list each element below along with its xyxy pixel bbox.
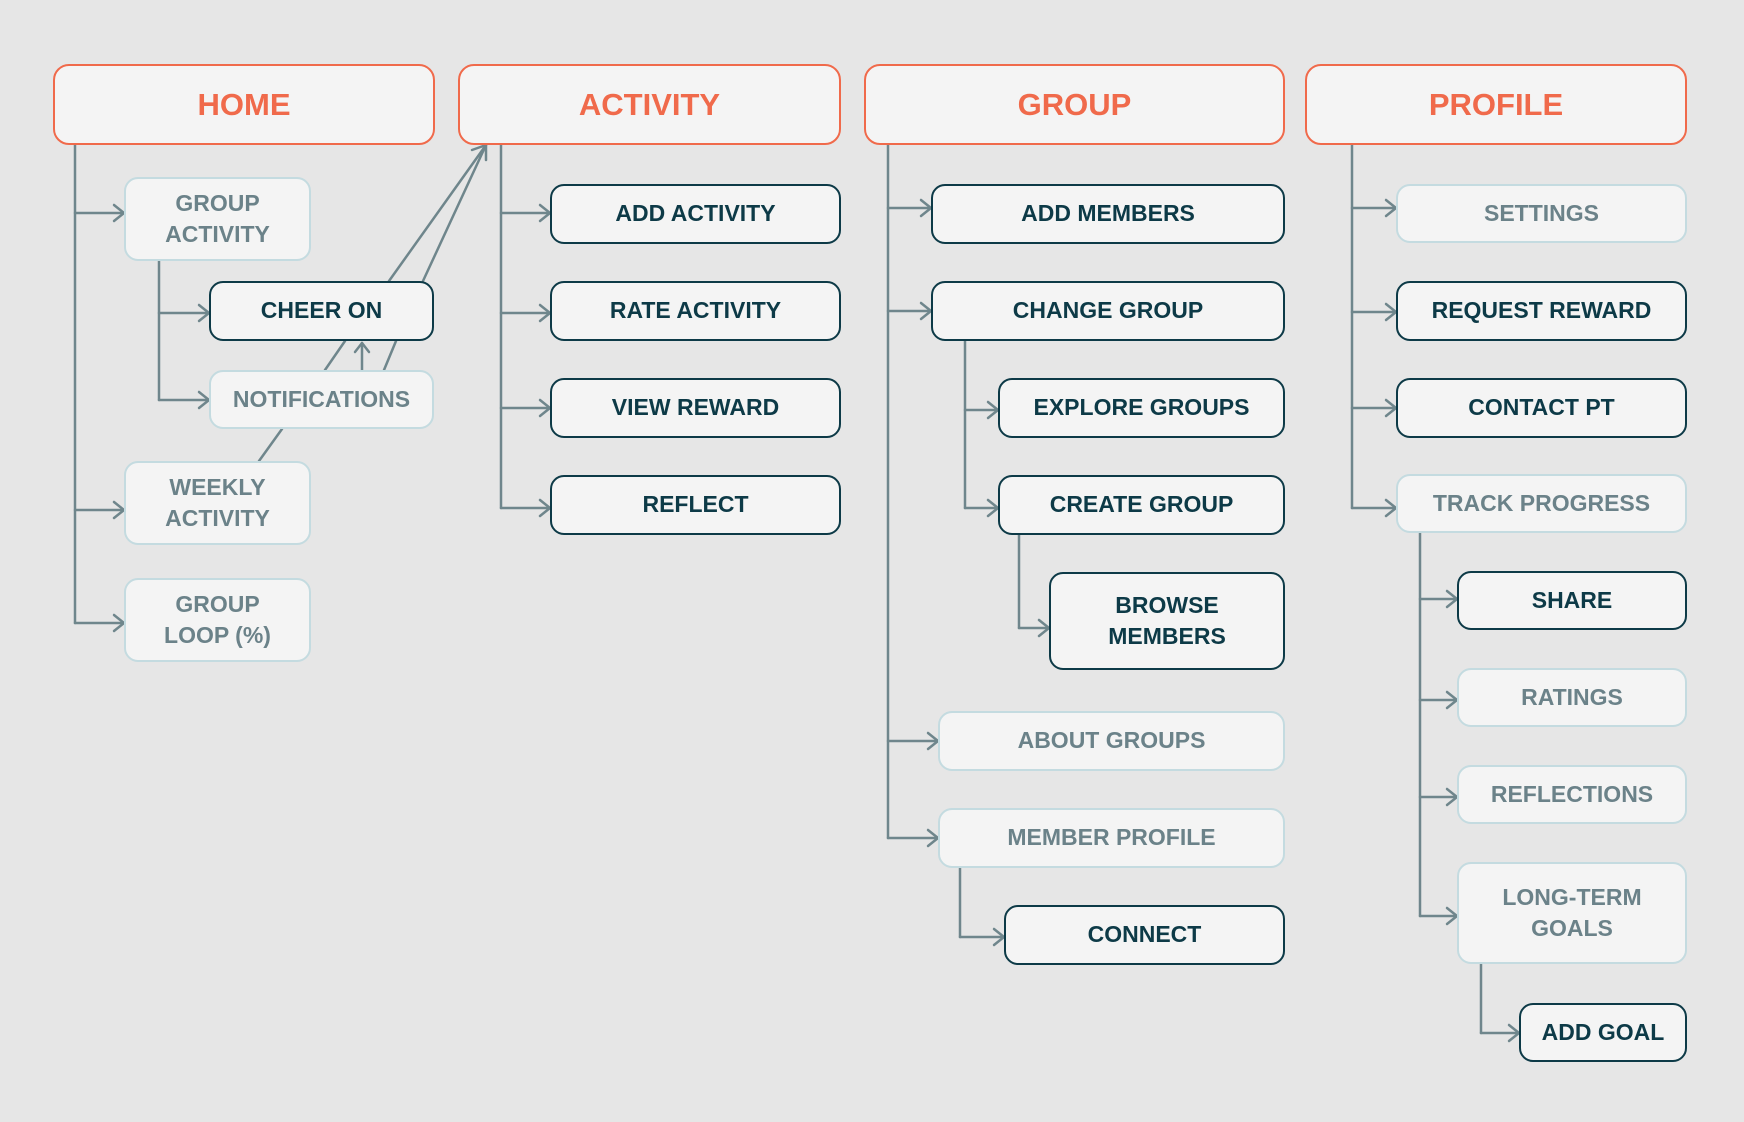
header-home: HOME xyxy=(53,64,435,145)
node-settings: SETTINGS xyxy=(1396,184,1687,243)
node-view-reward: VIEW REWARD xyxy=(550,378,841,438)
node-group-activity: GROUP ACTIVITY xyxy=(124,177,311,261)
header-activity: ACTIVITY xyxy=(458,64,841,145)
node-weekly-activity: WEEKLY ACTIVITY xyxy=(124,461,311,545)
node-group-loop: GROUP LOOP (%) xyxy=(124,578,311,662)
connector-notification-link xyxy=(323,339,347,372)
connector-weekly-link xyxy=(257,427,284,463)
node-about-groups: ABOUT GROUPS xyxy=(938,711,1285,771)
node-share: SHARE xyxy=(1457,571,1687,630)
node-add-goal: ADD GOAL xyxy=(1519,1003,1687,1062)
node-browse-members: BROWSE MEMBERS xyxy=(1049,572,1285,670)
node-long-term-goals: LONG-TERM GOALS xyxy=(1457,862,1687,964)
node-reflections: REFLECTIONS xyxy=(1457,765,1687,824)
node-add-members: ADD MEMBERS xyxy=(931,184,1285,244)
node-cheer-on: CHEER ON xyxy=(209,281,434,341)
node-notifications: NOTIFICATIONS xyxy=(209,370,434,429)
node-member-profile: MEMBER PROFILE xyxy=(938,808,1285,868)
connector-cheer-to-activity xyxy=(387,143,488,283)
node-request-reward: REQUEST REWARD xyxy=(1396,281,1687,341)
node-rate-activity: RATE ACTIVITY xyxy=(550,281,841,341)
node-create-group: CREATE GROUP xyxy=(998,475,1285,535)
node-change-group: CHANGE GROUP xyxy=(931,281,1285,341)
header-profile: PROFILE xyxy=(1305,64,1687,145)
connector-arrowhead xyxy=(470,143,488,162)
node-add-activity: ADD ACTIVITY xyxy=(550,184,841,244)
connector-notification-link xyxy=(382,339,398,372)
connector-arrowhead xyxy=(353,341,371,354)
header-group: GROUP xyxy=(864,64,1285,145)
node-explore-groups: EXPLORE GROUPS xyxy=(998,378,1285,438)
node-connect: CONNECT xyxy=(1004,905,1285,965)
node-track-progress: TRACK PROGRESS xyxy=(1396,474,1687,533)
connector-cheer-to-activity xyxy=(421,143,488,283)
node-contact-pt: CONTACT PT xyxy=(1396,378,1687,438)
node-ratings: RATINGS xyxy=(1457,668,1687,727)
node-reflect: REFLECT xyxy=(550,475,841,535)
